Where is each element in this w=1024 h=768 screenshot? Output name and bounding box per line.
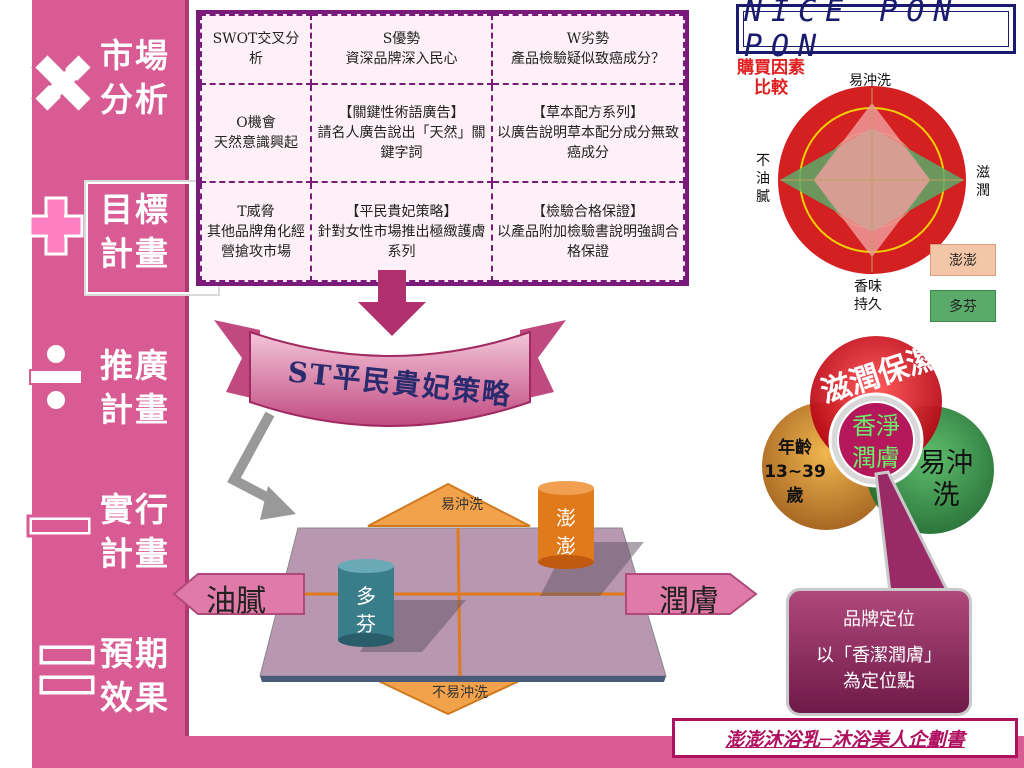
radar-axis-bottom: 香味持久 [844,278,892,314]
callout-title: 品牌定位 [843,609,915,630]
positioning-map [172,481,758,716]
sidebar-item-market-analysis[interactable]: 市場 分析 [100,36,170,119]
brand-positioning-callout: 品牌定位 以「香潔潤膚」 為定位點 [786,588,972,716]
legend-dove: 多芬 [930,290,996,322]
divide-icon [29,345,83,409]
brand-title-box: NICE PON PON [736,0,1016,64]
swot-cell-st-strategy: 【平民貴妃策略】 針對女性市場推出極緻護膚系列 [310,181,493,282]
top-pointer [367,482,531,527]
product-cylinder-dove [338,566,394,640]
map-bottom-label: 不易沖洗 [432,685,488,701]
callout-body: 以「香潔潤膚」 為定位點 [816,645,942,692]
callout-pointer [874,470,951,594]
strategy-ribbon [214,320,566,427]
radar-title: 購買因素 比較 [737,58,805,98]
legend-pengpeng: 澎澎 [930,244,996,276]
footer-title: 澎澎沐浴乳─沐浴美人企劃書 [725,728,965,751]
radar-axis-bottom-text: 香味持久 [854,279,882,313]
sidebar-item-execution-plan[interactable]: 實行 計畫 [100,490,170,573]
swot-cell-opportunity: O機會 天然意識興起 [200,82,312,184]
brand-title: NICE PON PON [743,0,1009,64]
elbow-arrow-icon [227,411,296,520]
map-top-label: 易沖洗 [441,497,483,513]
sidebar-item-expected-results[interactable]: 預期 效果 [100,634,170,717]
radar-axis-left: 不油膩 [752,152,774,206]
swot-cell-strength: S優勢 資深品牌深入民心 [310,14,493,85]
venn-center-label: 香淨 潤膚 [852,412,900,472]
down-arrow-icon [358,270,426,336]
radar-axis-right-text: 滋潤 [976,165,990,199]
minus-icon [26,514,94,538]
swot-cell-weakness: W劣勢 產品檢驗疑似致癌成分？ [491,14,685,85]
venn-left-label: 年齡 13~39 歲 [764,438,826,506]
product-cylinder-pengpeng [538,488,594,562]
map-left-label: 油膩 [206,584,266,619]
swot-table: SWOT交叉分析 S優勢 資深品牌深入民心 W劣勢 產品檢驗疑似致癌成分？ O機… [196,10,689,286]
product-label-dove: 多 芬 [356,584,376,636]
sidebar-item-promotion-plan[interactable]: 推廣 計畫 [100,346,170,429]
footer-title-box: 澎澎沐浴乳─沐浴美人企劃書 [672,718,1018,758]
product-label-pengpeng: 澎 澎 [556,506,576,558]
radar-axis-right: 滋潤 [972,164,994,200]
equals-icon [36,642,98,698]
radar-axis-top: 易沖洗 [849,73,891,89]
radar-chart [778,86,966,274]
times-icon [31,51,95,115]
venn-right-label: 易沖 洗 [919,448,973,511]
sidebar-item-target-plan[interactable]: 目標 計畫 [100,190,170,273]
swot-cell-wo-strategy: 【草本配方系列】 以廣告說明草本配分成分無致癌成分 [491,82,685,184]
sidebar-edge [185,0,189,768]
plus-icon [28,196,84,256]
swot-cell-header: SWOT交叉分析 [200,14,312,85]
swot-cell-wt-strategy: 【檢驗合格保證】 以產品附加檢驗書說明強調合格保證 [491,181,685,282]
right-pointer [625,573,758,615]
radar-axis-left-text: 不油膩 [756,153,770,205]
swot-cell-threat: T威脅 其他品牌角化經營搶攻市場 [200,181,312,282]
map-right-label: 潤膚 [659,584,719,619]
left-pointer [172,573,305,615]
swot-cell-so-strategy: 【關鍵性術語廣告】 請名人廣告說出「天然」關鍵字詞 [310,82,493,184]
